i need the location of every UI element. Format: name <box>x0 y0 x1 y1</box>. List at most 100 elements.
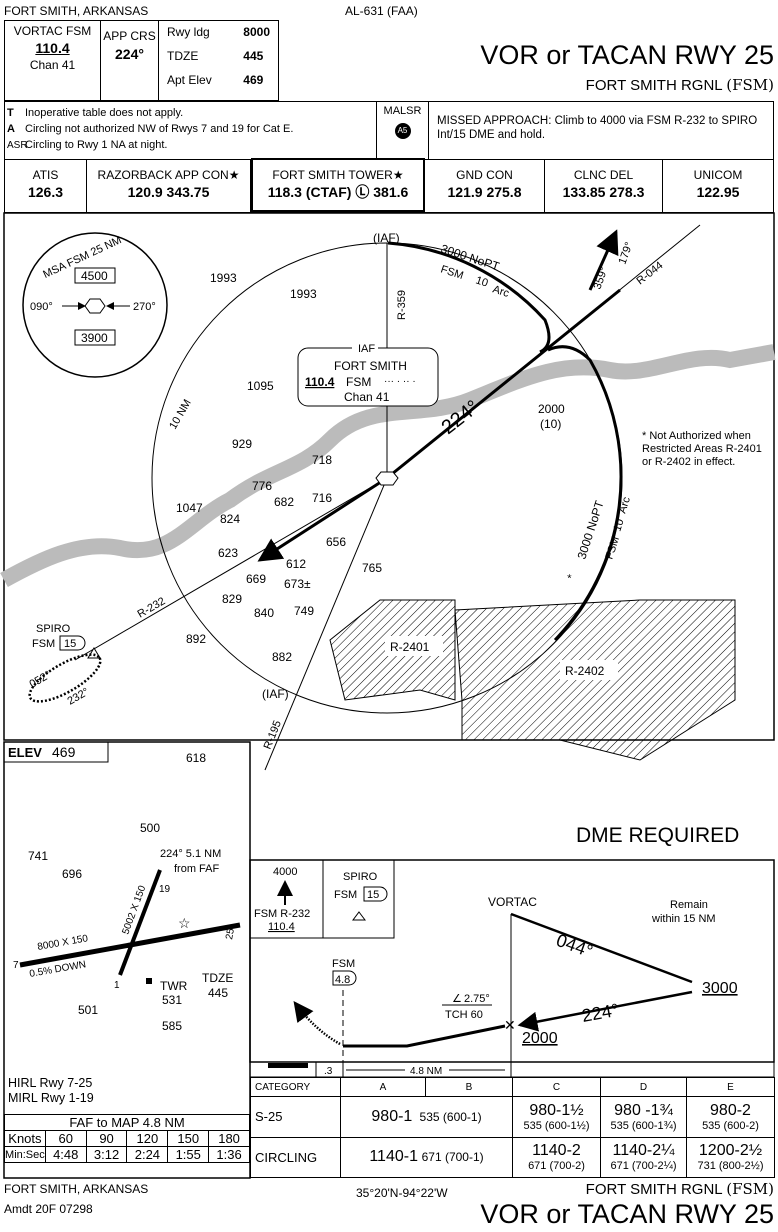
arc-right-star: * <box>565 572 578 580</box>
min-main: 1140-2 <box>532 1142 581 1160</box>
msa-right-bearing: 270° <box>133 301 156 313</box>
arc-top-word: Arc <box>491 283 511 300</box>
min-main: 1140-2¼ <box>612 1142 675 1160</box>
tower-icon <box>146 978 152 984</box>
runway-label-25: 25 <box>224 927 237 940</box>
spot-elevation: 718 <box>312 453 332 467</box>
scale-bar <box>268 1063 308 1068</box>
obstacle-elevation: 585 <box>162 1019 182 1033</box>
lighting: MALSR A5 <box>377 102 429 159</box>
hirl-note: HIRL Rwy 7-25 <box>8 1076 93 1090</box>
obstacle-elevation: 741 <box>28 849 48 863</box>
facility-morse: ··· · ·· · <box>384 376 416 387</box>
r195-label: R-195 <box>262 719 284 751</box>
spot-elevation: 673± <box>284 577 311 591</box>
arc-right-altitude: 3000 NoPT <box>575 498 607 561</box>
faf-ident: FSM <box>332 958 355 970</box>
nav-facility: VORTAC FSM 110.4 Chan 41 <box>5 21 101 100</box>
min-main: 980-2 <box>710 1101 751 1119</box>
river <box>0 344 776 587</box>
obstacle-elevation: 696 <box>62 867 82 881</box>
min-sub: 671 (700-1) <box>421 1150 484 1165</box>
runway-label-19: 19 <box>159 884 171 895</box>
msa-circle <box>22 232 168 378</box>
dme-required: DME REQUIRED <box>576 824 739 847</box>
spot-elevations: 1993 1993 1095 929 718 776 682 716 1047 … <box>176 271 382 664</box>
iaf-bottom: (IAF) <box>262 687 289 701</box>
r2401-label: R-2401 <box>390 640 430 654</box>
glidepath-angle: 2.75° <box>464 993 490 1005</box>
missed-approach-turn <box>293 1000 341 1046</box>
tch: TCH 60 <box>445 1009 483 1021</box>
tdze-value: 445 <box>208 986 228 1000</box>
missed-approach: MISSED APPROACH: Climb to 4000 via FSM R… <box>437 115 758 141</box>
runway-7-25-dims: 8000 X 150 <box>37 933 90 953</box>
time-label: Min:Sec <box>4 1146 46 1163</box>
dme-arc-north <box>387 241 551 354</box>
remain-label: Remain <box>670 899 708 911</box>
spot-elevation: 892 <box>186 632 206 646</box>
knots-cell: 150 <box>167 1130 210 1147</box>
min-sub: 671 (700-2) <box>528 1160 585 1173</box>
elev-value: 469 <box>52 744 76 760</box>
dme-arc-east <box>547 345 623 642</box>
hold-fix-ident: FSM <box>334 889 357 901</box>
spot-elevation: 824 <box>220 512 240 526</box>
time-cell: 3:12 <box>85 1146 128 1163</box>
header-a: A <box>340 1077 426 1097</box>
spot-elevation: 1095 <box>247 379 274 393</box>
r2402-label: R-2402 <box>565 664 605 678</box>
scale-distance-2: 4.8 NM <box>410 1066 442 1077</box>
min-sub: 535 (600-1½) <box>523 1119 590 1132</box>
freq-approach: RAZORBACK APP CON★120.9 343.75 <box>87 160 251 212</box>
facility-chan: Chan 41 <box>344 390 390 404</box>
spot-elevation: 612 <box>286 557 306 571</box>
airport-name: FORT SMITH RGNL (FSM) <box>585 76 774 94</box>
facility-iaf: IAF <box>358 343 375 355</box>
tower-label: TWR <box>160 979 188 993</box>
row-label: CIRCLING <box>250 1136 341 1178</box>
spot-elevation: 716 <box>312 491 332 505</box>
min-sub: 535 (600-1) <box>419 1109 482 1124</box>
arc-top-dme: 10 <box>474 274 489 289</box>
fix-altitude: 2000 <box>538 402 565 416</box>
radial-195 <box>264 477 388 771</box>
knots-cell: 60 <box>44 1130 87 1147</box>
header-c: C <box>512 1077 601 1097</box>
holding-pattern <box>28 653 102 703</box>
facility-freq: 110.4 <box>305 375 335 389</box>
outbound-course: 044° <box>554 930 596 962</box>
min-sub: 535 (600-2) <box>702 1119 759 1132</box>
obstacle-elevation: 618 <box>186 751 206 765</box>
note-item: ASRCircling to Rwy 1 NA at night. <box>7 139 168 151</box>
approach-light-badge-icon: A5 <box>394 123 411 139</box>
min-main: 980 -1¾ <box>614 1101 673 1119</box>
ma-altitude: 4000 <box>273 866 297 878</box>
footer-coords: 35°20'N-94°22'W <box>356 1186 448 1200</box>
ten-nm-label: 10 NM <box>167 397 194 431</box>
spot-elevation: 669 <box>246 572 266 586</box>
procedure-title: VOR or TACAN RWY 25 <box>480 40 774 70</box>
faf-note: 224° 5.1 NM <box>160 848 221 860</box>
header-e: E <box>686 1077 775 1097</box>
min-sub: 731 (800-2½) <box>697 1160 764 1173</box>
spot-elevation: 749 <box>294 604 314 618</box>
glidepath-angle-icon: ∠ <box>452 993 462 1005</box>
spot-elevation: 882 <box>272 650 292 664</box>
footer-airport: FORT SMITH RGNL (FSM) <box>585 1180 774 1198</box>
spiro-fix: FSM <box>32 638 55 650</box>
time-cell: 2:24 <box>126 1146 169 1163</box>
vortac-icon <box>84 298 106 314</box>
runway-label-1: 1 <box>114 980 120 991</box>
